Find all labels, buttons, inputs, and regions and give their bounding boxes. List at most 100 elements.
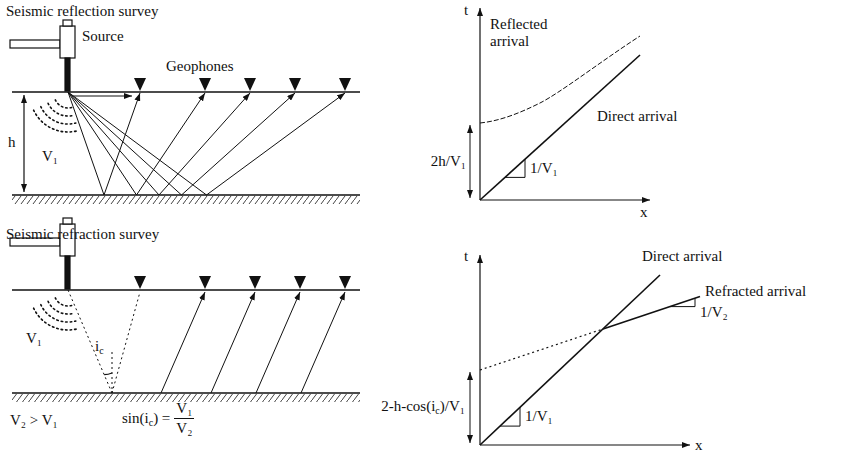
slope-triangle (500, 407, 520, 426)
head-wave-ray (211, 292, 255, 393)
text-group: Direct arrival (642, 248, 722, 265)
refracted-arrival-line (603, 297, 700, 329)
source-label: Source (82, 28, 124, 44)
wavefront (55, 298, 71, 306)
text-group: 2-h-cos(ic)/V₁ (381, 398, 465, 415)
axis-label: t (464, 2, 468, 18)
head-wave-ray (161, 292, 205, 393)
text-group: V₁ (26, 330, 42, 347)
thickness-arrow (23, 95, 24, 192)
wavefront (48, 301, 74, 314)
text-group: 1/V₁ (530, 160, 558, 177)
reflected-ray (159, 93, 250, 195)
geophone (289, 78, 301, 91)
slope-label: 1/V₁ (530, 160, 558, 176)
axis-label: t (464, 248, 468, 264)
panel-title: Seismic refraction survey (6, 226, 159, 242)
intercept-label: 2h/V₁ (431, 153, 466, 169)
wavefront (41, 107, 76, 124)
intercept-arrow (470, 372, 471, 443)
geophone (249, 276, 261, 289)
distance-axis (480, 444, 690, 445)
text-group: 1/V₁ (525, 408, 553, 425)
geophone (134, 276, 146, 289)
angle-arc (104, 373, 112, 375)
axis-label: x (640, 204, 648, 220)
panel-title: Seismic reflection survey (6, 3, 158, 19)
subscript: c (435, 405, 439, 416)
text-group: x (640, 204, 648, 221)
direct-arrival-line (480, 275, 660, 445)
wavefront (55, 100, 71, 108)
normal-line (112, 352, 113, 393)
intercept-label: )/V₁ (440, 398, 465, 415)
angle-label: i (95, 338, 99, 355)
layer-boundary (12, 392, 360, 393)
source-device (10, 20, 75, 91)
refracted-extension (480, 329, 603, 370)
text-group: Seismic refraction survey (6, 226, 159, 243)
geophone (339, 276, 351, 289)
geophone (134, 78, 146, 91)
fraction: V₁V₂ (174, 400, 194, 436)
formula-part: ) = (153, 410, 170, 427)
incident-ray (68, 92, 182, 195)
text-group: sin(ic) =V₁V₂ (122, 400, 194, 436)
formula: ic (95, 338, 104, 355)
subscript: c (99, 345, 103, 356)
curve-label: Direct arrival (597, 108, 677, 124)
wavefront (34, 110, 78, 132)
text-group: t (464, 2, 468, 19)
critical-ray (112, 292, 140, 393)
reflected-ray (137, 93, 206, 195)
slope-triangle (505, 159, 525, 177)
text-group: t (464, 248, 468, 265)
text-group: V₁ (42, 148, 58, 165)
head-wave-ray (256, 292, 300, 393)
velocity-label: V₁ (42, 148, 58, 164)
reflected-ray (207, 93, 346, 195)
critical-ray (68, 290, 112, 393)
slope-label: 1/V₁ (525, 408, 553, 424)
geophone (339, 78, 351, 91)
text-group: h (8, 134, 16, 151)
text-group: x (695, 437, 703, 454)
formula-part: sin(i (122, 410, 149, 427)
curve-label: Reflected arrival (490, 16, 547, 49)
ground-surface (12, 91, 360, 93)
curve-label: Refracted arrival (705, 283, 806, 299)
axis-label: x (695, 437, 703, 453)
ground-surface (12, 289, 360, 291)
incident-ray (68, 92, 159, 195)
text-group: Seismic reflection survey (6, 3, 158, 20)
time-axis (479, 8, 480, 200)
fraction-numerator: V₁ (174, 400, 194, 419)
fraction-denominator: V₂ (174, 419, 194, 437)
text-group: Geophones (166, 58, 234, 75)
reflected-ray (104, 93, 140, 195)
incident-ray (68, 92, 104, 195)
text-group: V₂ > V₁ (10, 412, 58, 429)
velocity-label: V₁ (26, 330, 42, 346)
incident-ray (68, 92, 207, 195)
incident-ray (68, 92, 137, 195)
wavefront (34, 308, 78, 330)
formula: sin(ic) =V₁V₂ (122, 400, 194, 436)
text-group: Refracted arrival (705, 283, 806, 300)
geophone (244, 78, 256, 91)
wavefront (48, 103, 74, 116)
intercept-arrow (470, 125, 471, 198)
hatching (12, 196, 360, 204)
direct-ray (72, 96, 132, 97)
geophone-label: Geophones (166, 58, 234, 74)
geophone (199, 78, 211, 91)
curve-label: Direct arrival (642, 248, 722, 264)
thickness-label: h (8, 134, 16, 150)
velocity-relation: V₂ > V₁ (10, 412, 58, 428)
text-group: 2h/V₁ (431, 153, 466, 170)
slope-triangle (670, 298, 695, 306)
reflected-ray (182, 93, 296, 195)
text-group: Direct arrival (597, 108, 677, 125)
intercept-label: 2-h-cos(i (381, 398, 435, 415)
layer-boundary (12, 194, 360, 195)
